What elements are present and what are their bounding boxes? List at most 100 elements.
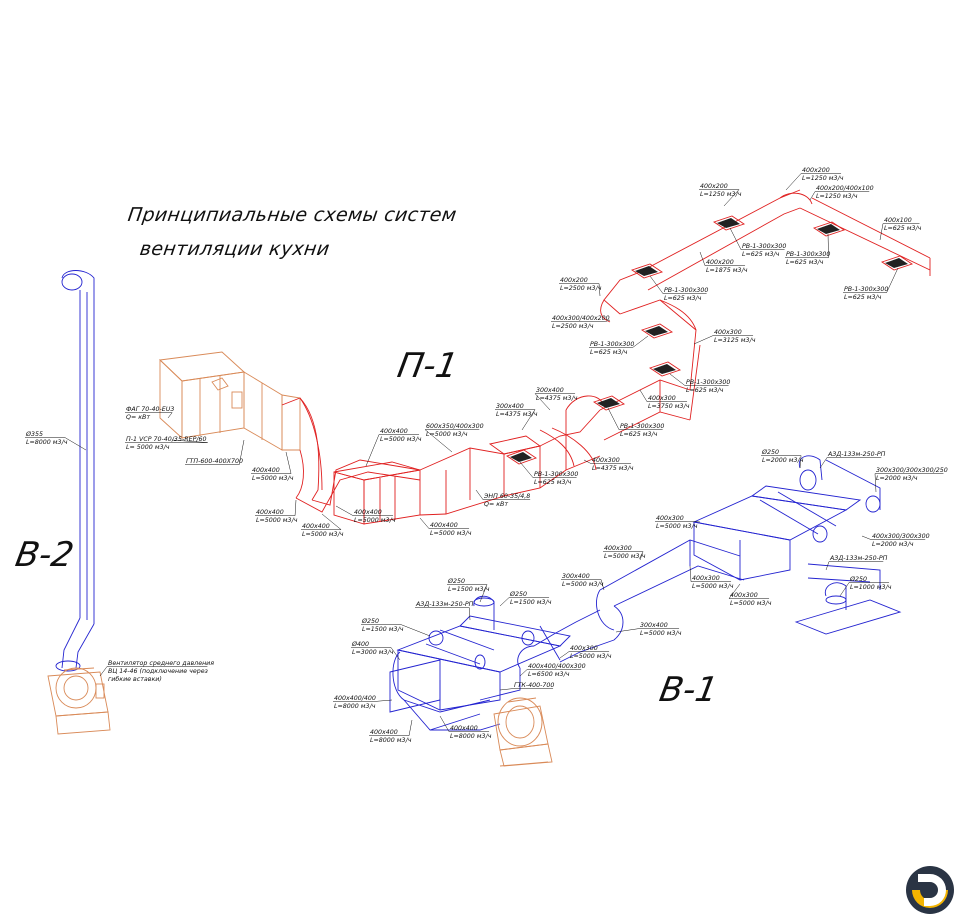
label-text: L=1500 м3/ч: [362, 626, 404, 633]
label-text: 300x400: [562, 573, 590, 580]
label-text: РВ-1-300x300: [590, 341, 634, 348]
leader-line: [373, 699, 393, 702]
leader-line: [475, 489, 484, 500]
leader-line: [167, 412, 173, 419]
label-text: 400x200: [802, 167, 830, 174]
label-text: РВ-1-300x300: [534, 471, 578, 478]
leader-line: [879, 223, 884, 241]
leader-line: [839, 582, 850, 597]
label-text: L=5000 м3/ч: [426, 431, 468, 438]
label-text: L=1500 м3/ч: [448, 586, 490, 593]
label-text: L=5000 м3/ч: [656, 523, 698, 530]
leader-line: [615, 628, 640, 633]
label-text: Ø250: [361, 617, 379, 625]
label-text: L=4375 м3/ч: [536, 395, 578, 402]
label-text: РВ-1-300x300: [786, 251, 830, 258]
label-text: 400x300: [604, 545, 632, 552]
label-text: L=3000 м3/ч: [352, 649, 394, 656]
leader-line: [861, 535, 872, 540]
label-text: L=8000 м3/ч: [26, 439, 68, 446]
leader-line: [639, 551, 644, 561]
exhaust-duct-run: [389, 455, 902, 731]
label-text: L=8000 м3/ч: [370, 737, 412, 744]
label-text: 400x300: [570, 645, 598, 652]
label-text: 400x400: [354, 509, 382, 516]
label-text: L=625 м3/ч: [844, 294, 882, 301]
leader-line: [886, 267, 899, 293]
label-text: L=625 м3/ч: [686, 387, 724, 394]
label-text: 400x400: [430, 522, 458, 529]
leader-line: [693, 335, 714, 345]
leader-line: [723, 189, 740, 207]
label-text: 400x300: [648, 395, 676, 402]
label-text: Ø400: [351, 640, 369, 648]
label-text: 400x400/400: [334, 695, 376, 702]
label-text: АЗД-133м-250-РП: [827, 451, 886, 458]
label-text: 400x400/400x300: [528, 663, 586, 670]
label-text: L=5000 м3/ч: [256, 517, 298, 524]
label-text: 400x400: [252, 467, 280, 474]
label-p1-unit: П-1 VCP 70-40/35-REP/60L= 5000 м3/ч: [126, 436, 207, 451]
leader-line: [499, 597, 510, 607]
label-text: РВ-1-300x300: [664, 287, 708, 294]
label-text: Ø250: [761, 448, 779, 456]
label-text: Ø250: [849, 575, 867, 583]
label-text: 300x400: [640, 622, 668, 629]
label-v1-azd2: АЗД-133м-250-РП: [829, 555, 888, 562]
label-text: 400x200: [706, 259, 734, 266]
leader-line: [408, 719, 413, 736]
label-v1-azd1: АЗД-133м-250-РП: [827, 451, 886, 458]
label-text: L=1875 м3/ч: [706, 267, 748, 274]
label-text: L=5000 м3/ч: [730, 600, 772, 607]
leader-line: [639, 389, 648, 402]
leader-line: [64, 437, 87, 451]
label-text: ВЦ 14-46 (подключение через: [108, 668, 209, 675]
label-text: L=1500 м3/ч: [510, 599, 552, 606]
label-text: L=625 м3/ч: [884, 225, 922, 232]
label-text: П-1 VCP 70-40/35-REP/60: [126, 436, 207, 443]
leader-line: [598, 283, 601, 297]
leader-line: [239, 439, 245, 465]
label-text: 400x300/300x300: [872, 533, 930, 540]
leader-line: [728, 583, 741, 599]
diagram-title-line-2: вентиляции кухни: [138, 238, 332, 260]
label-text: L=1250 м3/ч: [816, 193, 858, 200]
label-text: L=3750 м3/ч: [648, 403, 690, 410]
label-text: L=625 м3/ч: [742, 251, 780, 258]
label-text: L=1250 м3/ч: [700, 191, 742, 198]
label-text: L=1000 м3/ч: [850, 584, 892, 591]
system-label-v2: В-2: [12, 535, 77, 575]
label-text: L=2000 м3/ч: [876, 475, 918, 482]
label-text: L=5000 м3/ч: [640, 630, 682, 637]
label-text: L=2500 м3/ч: [552, 323, 594, 330]
leader-line: [669, 373, 686, 386]
brand-logo: [906, 866, 954, 914]
label-text: 300x400: [536, 387, 564, 394]
label-text: L=5000 м3/ч: [354, 517, 396, 524]
leader-line: [519, 461, 534, 478]
label-text: 400x300/400x200: [552, 315, 610, 322]
leader-line: [559, 651, 570, 659]
leader-line: [799, 455, 802, 469]
label-text: 400x200/400x100: [816, 185, 874, 192]
label-text: L=625 м3/ч: [534, 479, 572, 486]
exhaust-system-v2: [47, 270, 111, 735]
